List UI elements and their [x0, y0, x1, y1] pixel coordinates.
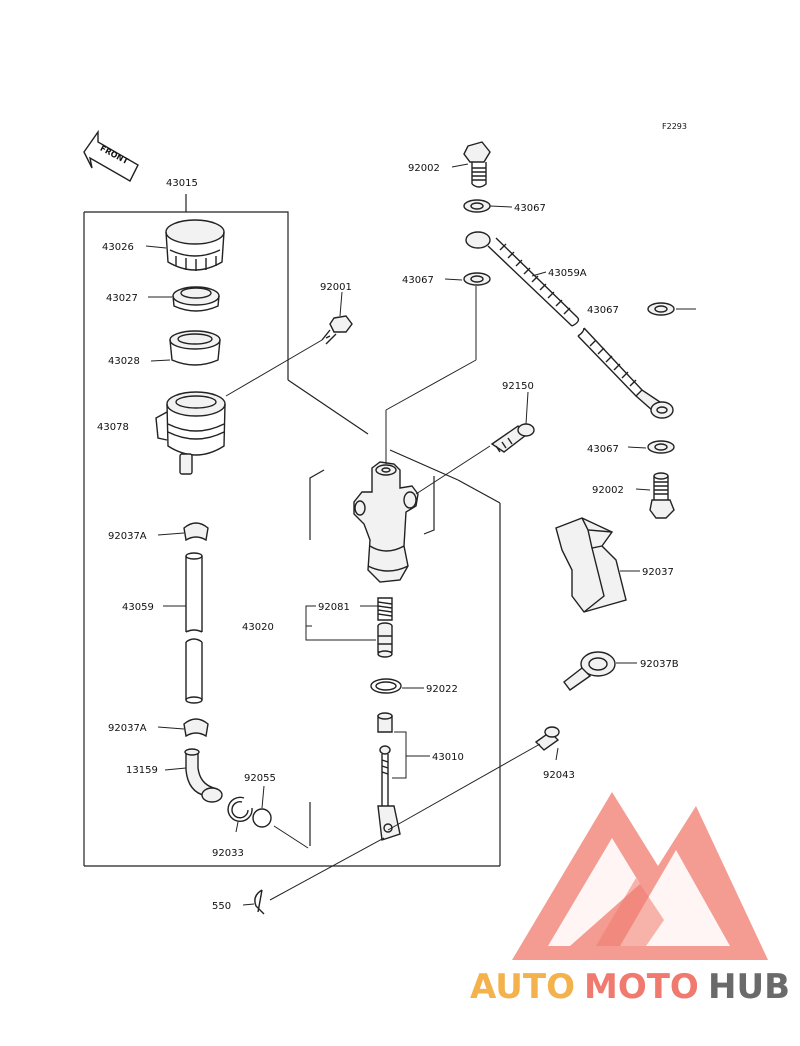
figure-ref: F2293 [662, 122, 687, 131]
label-43059A: 43059A [548, 268, 587, 279]
hose-clamp-bottom-part [183, 718, 209, 738]
diaphragm-part [169, 330, 221, 366]
label-43067-d: 43067 [587, 444, 619, 455]
brake-hose-part [465, 231, 674, 419]
label-43026: 43026 [102, 242, 134, 253]
clamp-92037B-part [563, 651, 616, 691]
label-92002-mid: 92002 [592, 485, 624, 496]
banjo-bolt-mid-part [649, 472, 675, 519]
washer-c-part [647, 302, 675, 316]
label-92037B: 92037B [640, 659, 679, 670]
label-92150: 92150 [502, 381, 534, 392]
front-arrow-label: FRONT [99, 144, 131, 167]
label-92002-top: 92002 [408, 163, 440, 174]
washer-a-part [463, 199, 491, 213]
cylinder-outline-frame [309, 469, 435, 540]
part-labels: 43015 43026 43027 43028 43078 92037A 430… [97, 163, 679, 912]
hose-clamp-top-part [183, 522, 209, 542]
banjo-bolt-top-part [463, 141, 491, 188]
diaphragm-plate-part [172, 286, 220, 312]
label-43078: 43078 [97, 422, 129, 433]
pin-92043-part [534, 726, 560, 751]
label-43028: 43028 [108, 356, 140, 367]
label-13159: 13159 [126, 765, 158, 776]
label-43015: 43015 [166, 178, 198, 189]
label-92037A-top: 92037A [108, 531, 147, 542]
label-92001: 92001 [320, 282, 352, 293]
elbow-fitting-part [184, 748, 223, 803]
logo-text-auto: AUTO [470, 967, 575, 1007]
label-550: 550 [212, 901, 231, 912]
logo-text-hub: HUB [708, 967, 790, 1007]
label-43067-a: 43067 [514, 203, 546, 214]
label-92043: 92043 [543, 770, 575, 781]
circlip-part [227, 796, 253, 823]
cotter-pin-part [254, 889, 265, 915]
washer-b-part [463, 272, 491, 286]
fitting-92150-part [490, 423, 535, 453]
leader-lines [145, 163, 696, 906]
piston-part [377, 622, 393, 658]
label-43027: 43027 [106, 293, 138, 304]
label-43020: 43020 [242, 622, 274, 633]
label-43067-c: 43067 [587, 305, 619, 316]
bolt-92001-part [321, 315, 353, 345]
bracket-part [555, 517, 627, 613]
label-92055: 92055 [244, 773, 276, 784]
washer-d-part [647, 440, 675, 454]
label-43059: 43059 [122, 602, 154, 613]
automotohub-logo: AUTO MOTO HUB [470, 792, 790, 1007]
reservoir-body-part [155, 391, 226, 475]
label-92037: 92037 [642, 567, 674, 578]
label-92033: 92033 [212, 848, 244, 859]
label-92081: 92081 [318, 602, 350, 613]
circlip-92022-part [370, 678, 402, 694]
logo-text-moto: MOTO [584, 967, 699, 1007]
label-92022: 92022 [426, 684, 458, 695]
front-arrow-icon: FRONT [83, 129, 139, 182]
label-92037A-bottom: 92037A [108, 723, 147, 734]
reservoir-kit-frame [83, 194, 501, 867]
reservoir-cap-part [165, 219, 225, 271]
label-43067-b: 43067 [402, 275, 434, 286]
push-rod-part [377, 712, 401, 841]
master-cylinder-body-part [353, 461, 419, 583]
o-ring-part [252, 808, 272, 828]
spring-part [377, 597, 393, 621]
reservoir-hose-part [185, 552, 203, 704]
label-43010: 43010 [432, 752, 464, 763]
